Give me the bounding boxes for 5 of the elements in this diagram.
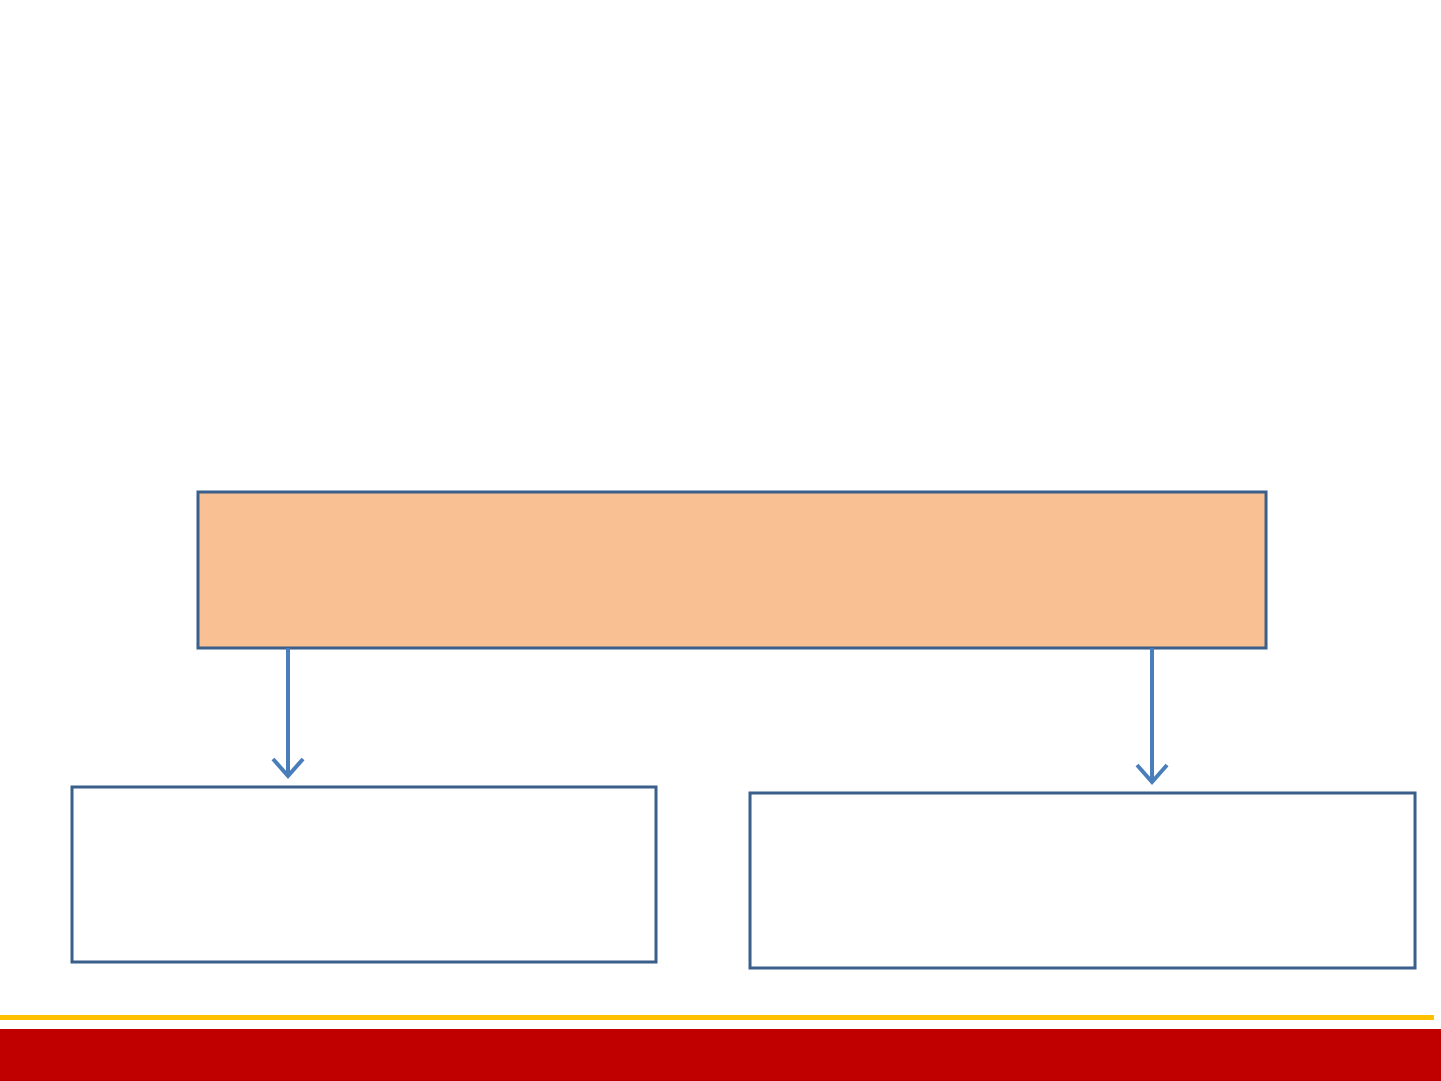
- arrow: [1135, 648, 1169, 785]
- arrow: [271, 648, 305, 779]
- empty-box: [70, 785, 658, 964]
- empty-box: [748, 791, 1417, 970]
- empty-box: [196, 490, 1268, 650]
